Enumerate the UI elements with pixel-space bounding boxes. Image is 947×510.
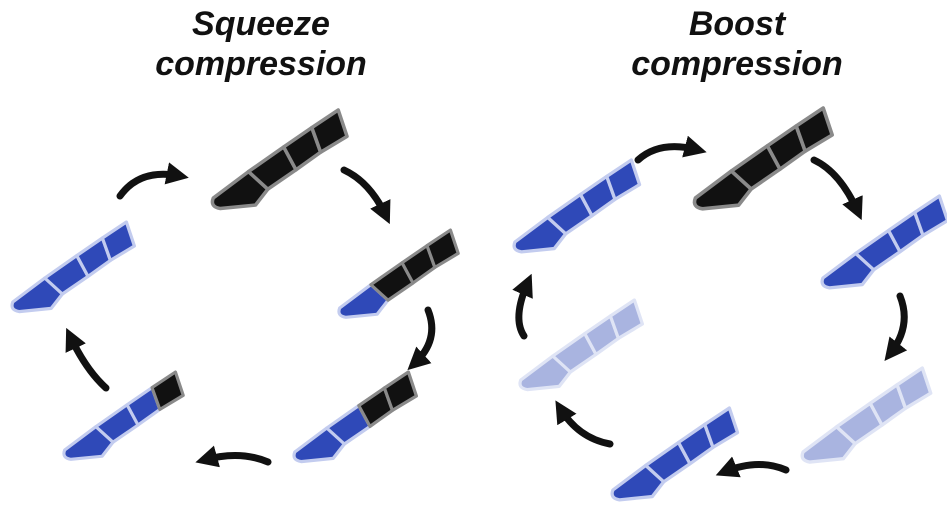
- boost-arrow-right-top: [810, 156, 863, 221]
- squeeze-leg-right-upper: [337, 228, 460, 319]
- boost-arrow-top: [634, 135, 707, 164]
- boost-leg-left-upper-segment-1: [512, 215, 568, 254]
- boost-leg-right-upper-segment-1: [820, 251, 876, 290]
- squeeze-leg-top-segment-1: [210, 169, 270, 211]
- boost-leg-left-lower-segment-4: [608, 298, 645, 341]
- squeeze-leg-left-segment-1: [10, 276, 65, 314]
- squeeze-compression-title: Squeeze compression: [101, 4, 421, 84]
- boost-leg-right-upper-segment-4: [913, 194, 947, 237]
- boost-arrow-left-top: [512, 273, 533, 340]
- squeeze-leg-right-lower-segment-4: [382, 370, 419, 413]
- boost-compression-title: Boost compression: [577, 4, 897, 84]
- boost-arrow-bottom: [715, 456, 790, 478]
- legs-layer: [10, 106, 947, 502]
- boost-title-line1: Boost: [688, 5, 786, 43]
- squeeze-leg-right-lower: [292, 370, 419, 464]
- squeeze-leg-top-segment-4: [310, 108, 349, 154]
- squeeze-leg-left-segment-4: [100, 220, 137, 263]
- boost-leg-top: [692, 106, 835, 211]
- boost-leg-bottom-segment-4: [703, 406, 740, 449]
- boost-leg-left-upper: [512, 158, 642, 254]
- squeeze-leg-right-lower-segment-1: [292, 426, 347, 464]
- squeeze-leg-bottom-left: [62, 370, 185, 461]
- arrows-layer: [65, 135, 908, 478]
- boost-leg-bottom: [610, 406, 740, 502]
- boost-leg-left-lower-segment-1: [518, 354, 573, 392]
- squeeze-arrow-right-top: [340, 166, 391, 225]
- boost-leg-right-lower: [800, 366, 933, 464]
- squeeze-arrow-bottom: [195, 445, 272, 468]
- boost-leg-right-lower-segment-1: [800, 425, 857, 464]
- squeeze-title-line2: compression: [155, 45, 367, 83]
- boost-leg-top-segment-1: [692, 169, 754, 211]
- squeeze-leg-top: [210, 108, 349, 211]
- boost-leg-left-upper-segment-4: [605, 158, 642, 201]
- squeeze-leg-left: [10, 220, 137, 314]
- squeeze-arrow-left: [65, 327, 110, 392]
- squeeze-leg-right-upper-segment-1: [337, 283, 390, 319]
- boost-title-line2: compression: [631, 45, 843, 83]
- boost-leg-left-lower: [518, 298, 645, 392]
- squeeze-leg-bottom-left-segment-1: [62, 425, 115, 461]
- squeeze-arrow-top: [116, 162, 189, 200]
- boost-arrow-right-middle: [884, 292, 908, 362]
- squeeze-arrow-right-middle: [407, 306, 436, 371]
- squeeze-title-line1: Squeeze: [192, 5, 330, 43]
- boost-leg-top-segment-4: [794, 106, 835, 154]
- boost-leg-right-lower-segment-4: [895, 366, 933, 411]
- boost-arrow-left-bottom: [555, 400, 614, 448]
- squeeze-leg-bottom-left-segment-4: [150, 370, 185, 411]
- boost-leg-right-upper: [820, 194, 947, 290]
- boost-leg-bottom-segment-1: [610, 463, 666, 502]
- squeeze-leg-right-upper-segment-4: [425, 228, 460, 269]
